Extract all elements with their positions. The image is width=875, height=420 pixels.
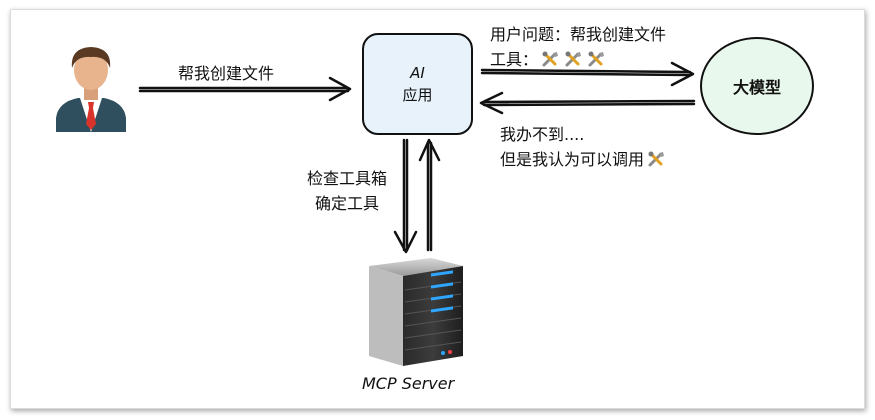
user-request-label: 帮我创建文件 (178, 64, 275, 83)
tools-prefix: 工具： (490, 50, 539, 69)
ai-app-line1: AI (410, 64, 425, 82)
mcp-check-label: 检查工具箱 (307, 169, 388, 188)
user-avatar-icon (56, 47, 126, 132)
arrow-user-to-ai (138, 86, 350, 93)
llm-reply-line2: 但是我认为可以调用 (500, 146, 667, 170)
tools-icon (588, 51, 605, 67)
server-icon (369, 258, 463, 366)
mcp-server-label: MCP Server (362, 374, 455, 393)
tools-line: 工具： (490, 46, 607, 70)
mcp-confirm-label: 确定工具 (315, 194, 380, 213)
llm-reply-text: 但是我认为可以调用 (500, 150, 645, 169)
user-question-label: 用户问题：帮我创建文件 (490, 25, 667, 44)
llm-node: 大模型 (700, 37, 814, 135)
tools-icon (648, 151, 665, 167)
arrow-llm-to-ai (482, 99, 696, 107)
arrow-ai-to-llm (480, 68, 692, 77)
llm-reply-line1: 我办不到.... (500, 125, 585, 144)
arrow-ai-to-server (402, 138, 409, 252)
arrow-server-to-ai (426, 141, 433, 252)
ai-app-node: AI 应用 (362, 33, 473, 135)
tools-icon (542, 51, 559, 67)
llm-label: 大模型 (732, 78, 781, 97)
ai-app-line2: 应用 (402, 86, 433, 104)
tools-icon (565, 51, 582, 67)
